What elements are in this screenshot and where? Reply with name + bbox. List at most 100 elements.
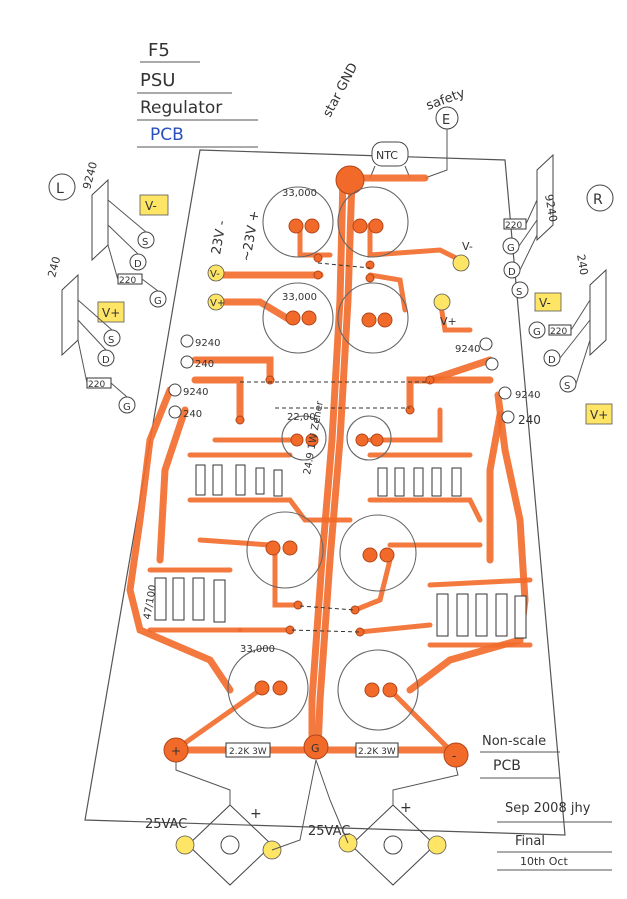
rail-note-neg: 23V - [209, 219, 230, 256]
left-d1: D [134, 259, 142, 270]
vplus-pad-right [433, 293, 451, 311]
right-d2: D [548, 355, 556, 366]
terminal-plus-label: + [171, 744, 181, 758]
terminal-gnd-label: G [311, 742, 320, 755]
cap-pads [254, 218, 398, 698]
left-bottom-mosfet-label: 240 [45, 255, 63, 279]
vplus-right-label: V+ [440, 315, 457, 328]
power-resistor-2-label: 2.2K 3W [358, 747, 396, 757]
g9240-left: 9240 [195, 338, 220, 349]
bridge-rectifier-right: 25VAC + [271, 759, 459, 886]
right-r220-1: 220 [505, 221, 522, 231]
left-vminus-text: V- [145, 199, 157, 213]
bridge-left-plus: + [250, 806, 262, 822]
title-block: F5 PSU Regulator PCB [137, 40, 258, 148]
right-vplus-text: V+ [590, 408, 608, 422]
capacitor-7 [227, 647, 309, 729]
right-bottom-mosfet-label: 240 [574, 253, 590, 276]
cap-value-top: 33,000 [282, 188, 317, 199]
left-vminus-tag [139, 194, 169, 216]
left-mosfets: 9240 240 V- V+ S D 220 G S D 220 G [45, 160, 169, 414]
power-resistor-2 [355, 742, 399, 758]
vac-left-label: 25VAC [145, 817, 187, 832]
vminus-pad-right [452, 254, 470, 272]
right-vplus-tag [585, 403, 613, 425]
resistors-lower-left [154, 577, 226, 623]
left-channel-label: L [56, 181, 64, 197]
resistors-lower-right [436, 593, 527, 639]
ntc-label: NTC [376, 149, 398, 162]
capacitor-bank [227, 186, 419, 731]
vminus-pad-left [207, 264, 225, 282]
d240-left: 240 [183, 409, 202, 420]
g9240-right: 9240 [455, 344, 480, 355]
vac-right-label: 25VAC [308, 824, 350, 839]
left-s1: S [142, 237, 148, 248]
right-g1: G [507, 243, 515, 254]
left-vplus-text: V+ [102, 306, 120, 320]
earth-label: E [442, 113, 450, 128]
g240-left: 240 [195, 359, 214, 370]
right-s1: S [516, 287, 522, 298]
board-pin-labels: 9240 240 9240 240 9240 9240 240 [168, 334, 541, 427]
capacitor-6 [339, 514, 417, 592]
title-psu: PSU [140, 70, 175, 91]
right-vminus-tag [534, 292, 562, 312]
right-s2: S [564, 381, 570, 392]
right-top-mosfet-label: 9240 [542, 193, 560, 223]
vplus-pad-left [207, 293, 225, 311]
capacitor-8 [337, 649, 419, 731]
title-regulator: Regulator [140, 98, 222, 118]
d240-right: 240 [518, 413, 541, 427]
vminus-right-label: V- [462, 240, 473, 253]
signature-final: Final [515, 834, 545, 849]
right-channel-marker [586, 184, 614, 212]
capacitor-3 [262, 282, 334, 354]
terminal-gnd-pad [303, 734, 329, 760]
signature-oct: 10th Oct [520, 855, 568, 868]
d9240-right: 9240 [515, 390, 540, 401]
right-mosfets: 9240 240 220 G D S V- G 220 D S V+ [502, 153, 613, 425]
bridge-right-plus: + [400, 800, 412, 816]
left-g2: G [123, 402, 131, 413]
vplus-board-label: V+ [210, 298, 225, 309]
title-f5: F5 [148, 40, 170, 61]
left-s2: S [108, 335, 114, 346]
capacitor-small-1 [281, 415, 327, 461]
right-d1: D [508, 267, 516, 278]
cap-value-upper: 33,000 [282, 292, 317, 303]
right-channel-label: R [593, 192, 603, 208]
terminal-minus-label: - [452, 749, 456, 763]
left-g1: G [154, 296, 162, 307]
power-resistor-1 [225, 742, 271, 758]
resistors-upper-right [377, 467, 462, 497]
copper-traces [126, 174, 533, 754]
signature-date: Sep 2008 jhy [505, 801, 591, 816]
ntc-thermistor [371, 141, 409, 167]
capacitor-small-2 [346, 415, 392, 461]
right-vminus-text: V- [539, 296, 551, 310]
small-cap-value: 22,00 [287, 412, 316, 423]
power-resistor-1-label: 2.2K 3W [229, 747, 267, 757]
title-pcb: PCB [150, 125, 184, 145]
rail-note-pos: ~23V + [239, 210, 263, 263]
left-vplus-tag [97, 301, 125, 323]
left-channel-marker [48, 173, 76, 201]
capacitor-2 [337, 186, 409, 258]
cap-value-lower: 33,000 [240, 644, 275, 655]
note-nonscale-line2: PCB [493, 758, 521, 774]
note-nonscale-line1: Non-scale [482, 734, 546, 749]
right-g2: G [533, 327, 541, 338]
star-gnd-label: star GND [320, 61, 361, 120]
left-r220-1: 220 [119, 276, 136, 286]
capacitor-5 [246, 511, 324, 589]
left-d2: D [102, 355, 110, 366]
resistors-upper-left [195, 464, 283, 497]
vminus-board-label: V- [210, 269, 220, 280]
capacitor-1 [262, 186, 334, 258]
star-ground-pad [335, 165, 365, 195]
capacitor-4 [337, 282, 409, 354]
zener-label: 24.9 1W Zener [302, 399, 326, 475]
left-r220-2: 220 [88, 380, 105, 390]
